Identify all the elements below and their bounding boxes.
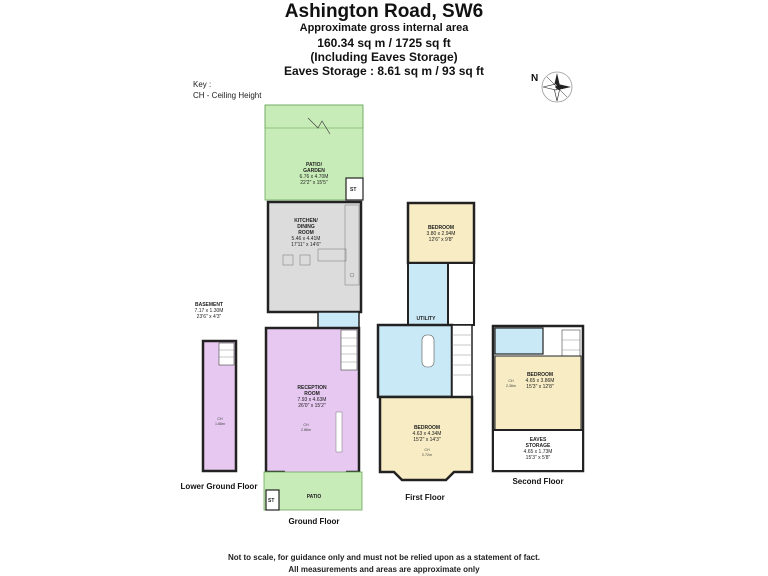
store-rear [345,177,364,201]
sf-bedroom-dim-ft: 15'3" x 12'8" [526,384,554,390]
first-floor-landing [447,262,475,326]
eaves-name1: EAVES [530,437,547,443]
basement-name: BASEMENT [195,302,223,308]
ff-front-bedroom-ch-label: CH [424,448,430,452]
eaves-area: Eaves Storage : 8.61 sq m / 93 sq ft [283,64,485,78]
basement-stairs [218,342,235,366]
ff-front-bedroom-name: BEDROOM [414,425,440,431]
reception-dim-ft: 26'0" x 15'2" [298,403,326,409]
lower-ground-floor-label: Lower Ground Floor [181,482,258,491]
patio-garden-name1: PATIO/ [306,162,323,168]
kitchen-name2: DINING [297,224,315,230]
disclaimer-line2: All measurements and areas are approxima… [288,565,480,574]
first-floor-front-bedroom [378,395,474,482]
first-floor-stairs [451,324,473,398]
first-floor-bathroom [376,323,454,399]
basement-ch-label: CH [217,417,223,421]
ff-rear-bedroom-name: BEDROOM [428,225,454,231]
area-total: 160.34 sq m / 1725 sq ft [317,36,451,50]
compass-north-label: N [531,73,538,84]
area-subtitle: Approximate gross internal area [299,22,469,34]
ff-front-bedroom-ch-value: 2.72m [422,453,432,457]
eaves-dim-m: 4.65 x 1.73M [524,449,553,455]
ff-rear-bedroom-dim-ft: 12'6" x 9'8" [429,237,454,243]
reception-ch-label: CH [303,423,309,427]
ff-rear-bedroom-dim-m: 3.80 x 2.94M [427,231,456,237]
store-rear-label: ST [350,187,356,193]
first-floor-rear-bedroom [406,201,476,265]
sf-bedroom-ch-value: 2.36m [506,384,516,388]
reception-name1: RECEPTION [297,385,327,391]
basement-dim-ft: 23'6" x 4'3" [197,314,222,320]
basement-ch-value: 1.66m [215,422,225,426]
sf-bedroom-ch-label: CH [508,379,514,383]
front-patio [263,471,363,511]
kitchen-name1: KITCHEN/ [294,218,318,224]
kitchen-dim-m: 5.46 x 4.41M [292,236,321,242]
reception-name2: ROOM [304,391,320,397]
store-front [265,489,280,511]
page-title: Ashington Road, SW6 [284,1,484,22]
reception-dim-m: 7.93 x 4.63M [298,397,327,403]
kitchen-dining-room [266,200,363,314]
area-note: (Including Eaves Storage) [310,50,458,64]
ground-stairs [340,329,358,371]
second-floor-label: Second Floor [512,477,563,486]
first-floor-label: First Floor [405,493,445,502]
patio-garden-dim-m: 6.76 x 4.70M [300,174,329,180]
disclaimer-line1: Not to scale, for guidance only and must… [227,553,541,562]
patio-garden-dim-ft: 22'2" x 15'5" [300,180,328,186]
ground-floor-wc [317,311,360,329]
eaves-storage-room [492,429,584,472]
kitchen-name3: ROOM [298,230,314,236]
utility-label: UTILITY [417,316,437,322]
eaves-name2: STORAGE [526,443,551,449]
compass-icon: N [531,71,573,103]
key-title: Key : [193,80,212,89]
front-patio-label: PATIO [307,494,322,500]
ground-floor-label: Ground Floor [288,517,339,526]
ff-front-bedroom-dim-ft: 15'2" x 14'3" [413,437,441,443]
kitchen-dim-ft: 17'11" x 14'6" [291,242,321,248]
second-floor-bedroom [494,355,582,431]
ff-front-bedroom-dim-m: 4.63 x 4.34M [413,431,442,437]
key-ceiling-height: CH - Ceiling Height [193,91,262,100]
sf-bedroom-dim-m: 4.65 x 3.86M [526,378,555,384]
bath-tub-icon [421,334,435,368]
reception-ch-value: 2.86m [301,428,311,432]
basement-dim-m: 7.17 x 1.30M [195,308,224,314]
store-front-label: ST [268,498,274,504]
patio-garden-name2: GARDEN [303,168,325,174]
eaves-dim-ft: 15'3" x 5'8" [526,455,551,461]
sf-bedroom-name: BEDROOM [527,372,553,378]
second-floor-bathroom [494,327,544,355]
